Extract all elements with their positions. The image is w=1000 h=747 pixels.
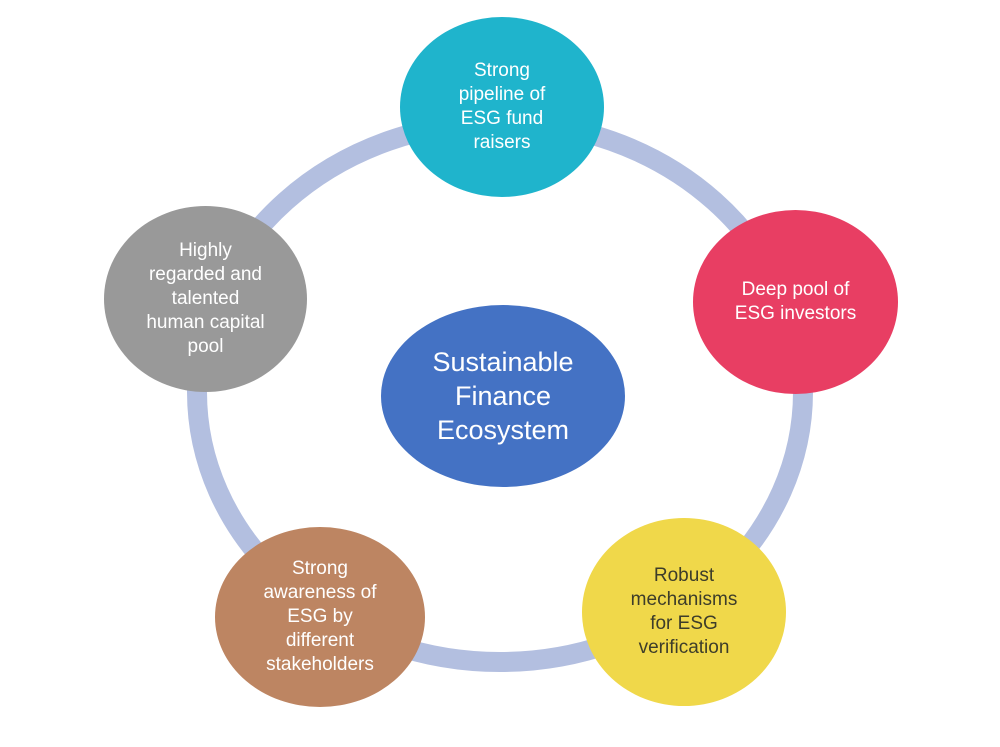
node-esg-investors: Deep pool of ESG investors xyxy=(693,210,898,394)
node-esg-verification-label: Robust mechanisms for ESG verification xyxy=(630,565,738,658)
node-esg-awareness: Strong awareness of ESG by different sta… xyxy=(215,527,425,707)
node-esg-fund-raisers: Strong pipeline of ESG fund raisers xyxy=(400,17,604,197)
node-esg-verification: Robust mechanisms for ESG verification xyxy=(582,518,786,706)
center-node-label: Sustainable Finance Ecosystem xyxy=(432,347,574,445)
node-human-capital-label: Highly regarded and talented human capit… xyxy=(146,240,265,357)
node-esg-investors-label: Deep pool of ESG investors xyxy=(734,279,857,324)
center-node-sustainable-finance-ecosystem: Sustainable Finance Ecosystem xyxy=(381,305,625,487)
node-esg-fund-raisers-label: Strong pipeline of ESG fund raisers xyxy=(458,60,546,153)
node-esg-awareness-label: Strong awareness of ESG by different sta… xyxy=(263,558,377,675)
node-human-capital: Highly regarded and talented human capit… xyxy=(104,206,307,392)
